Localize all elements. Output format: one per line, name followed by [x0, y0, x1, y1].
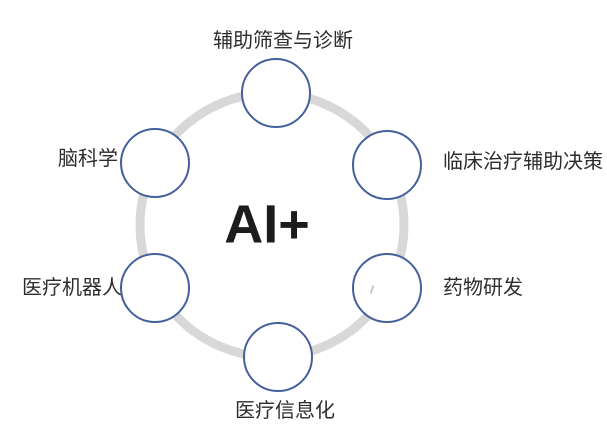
node-circle-drug-development: [352, 253, 422, 323]
center-label: AI+: [224, 194, 310, 255]
node-circle-brain-science: [120, 128, 190, 198]
node-label-brain-science: 脑科学: [58, 148, 118, 170]
node-circle-medical-robots: [120, 253, 190, 323]
node-label-assisted-screening-diagnosis: 辅助筛查与诊断: [213, 30, 353, 52]
node-label-drug-development: 药物研发: [443, 277, 523, 299]
node-label-clinical-decision-support: 临床治疗辅助决策: [443, 151, 603, 173]
node-label-medical-informatization: 医疗信息化: [235, 400, 335, 422]
node-circle-assisted-screening-diagnosis: [241, 58, 311, 128]
node-circle-medical-informatization: [243, 322, 313, 392]
node-circle-clinical-decision-support: [352, 130, 422, 200]
node-label-medical-robots: 医疗机器人: [22, 277, 122, 299]
